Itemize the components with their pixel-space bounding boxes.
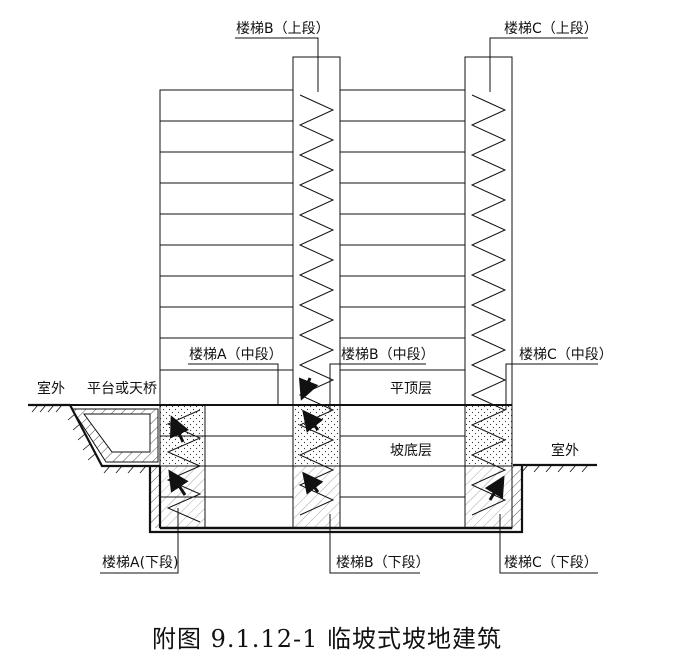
evacuation-arrows — [168, 377, 505, 501]
label-stair-b-upper: 楼梯B（上段） — [236, 21, 330, 37]
label-stair-c-upper: 楼梯C（上段） — [504, 21, 598, 37]
foundation — [148, 466, 524, 534]
label-stair-c-lower: 楼梯C（下段） — [504, 555, 598, 571]
figure-caption: 附图 9.1.12-1 临坡式坡地建筑 — [152, 625, 502, 653]
label-flat-roof-floor: 平顶层 — [390, 381, 432, 397]
label-outdoor-right: 室外 — [551, 442, 579, 459]
label-outdoor-left: 室外 — [37, 380, 65, 397]
terrain — [28, 403, 597, 474]
leader-lines — [100, 37, 598, 574]
basement-fill — [150, 404, 522, 528]
label-stair-b-lower: 楼梯B（下段） — [336, 555, 430, 571]
upper-building — [159, 56, 513, 529]
label-stair-a-lower: 楼梯A(下段) — [102, 555, 179, 571]
label-platform-skybridge: 平台或天桥 — [87, 381, 157, 397]
label-stair-c-middle: 楼梯C（中段） — [519, 347, 613, 363]
label-stair-a-middle: 楼梯A（中段） — [189, 347, 283, 363]
platform-skybridge — [71, 408, 159, 463]
label-stair-b-middle: 楼梯B（中段） — [341, 347, 435, 363]
label-slope-bottom-floor: 坡底层 — [390, 443, 432, 459]
